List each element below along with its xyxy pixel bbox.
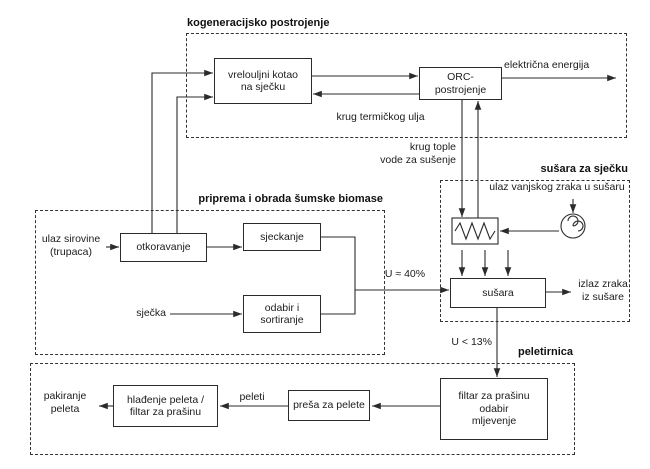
label-pellets: peleti xyxy=(239,391,265,403)
node-chipping: sjeckanje xyxy=(243,223,321,251)
node-orc-plant: ORC-postrojenje xyxy=(419,67,502,100)
node-pellet-cooling: hlađenje peleta / filtar za prašinu xyxy=(113,385,218,427)
label-moisture-40: U ≈ 40% xyxy=(384,268,426,280)
section-title-pellet-plant: peletirnica xyxy=(517,346,573,358)
section-title-preparation: priprema i obrada šumske biomase xyxy=(198,193,383,205)
fan-icon xyxy=(560,213,586,239)
section-dryer xyxy=(440,180,630,322)
node-sorting: odabir i sortiranje xyxy=(243,295,321,333)
label-raw-input: ulaz sirovine (trupaca) xyxy=(41,233,101,258)
label-air-inlet: ulaz vanjskog zraka u sušaru xyxy=(489,181,625,193)
node-debarking: otkoravanje xyxy=(120,233,207,262)
section-title-cogeneration: kogeneracijsko postrojenje xyxy=(187,17,330,29)
section-preparation xyxy=(35,210,385,355)
section-pellet-plant xyxy=(30,363,575,455)
label-hot-water-loop: krug tople vode za sušenje xyxy=(380,141,456,166)
node-dust-filter-mill: filtar za prašinu odabir mljevenje xyxy=(440,378,548,440)
node-boiler: vrelouljni kotao na sječku xyxy=(214,58,312,104)
label-chips: sječka xyxy=(136,307,166,319)
node-dryer-unit: sušara xyxy=(450,278,546,308)
node-pellet-press: preša za pelete xyxy=(288,390,370,421)
fuel-to-boiler-lines xyxy=(151,69,213,233)
label-moisture-13: U < 13% xyxy=(451,336,492,348)
label-air-outlet: izlaz zraka iz sušare xyxy=(578,278,628,303)
section-cogeneration xyxy=(186,33,627,138)
thermal-oil-loop-lines xyxy=(312,72,419,98)
section-title-dryer: sušara za sječku xyxy=(540,163,628,175)
heat-exchanger-icon xyxy=(451,217,499,245)
biomass-flow-lines xyxy=(106,236,449,318)
hot-water-loop-lines xyxy=(458,100,482,218)
air-flow-lines xyxy=(458,199,577,296)
label-electric-energy: električna energija xyxy=(504,59,590,71)
label-thermal-oil-loop: krug termičkog ulja xyxy=(336,111,425,123)
label-packaging: pakiranje peleta xyxy=(43,390,87,415)
